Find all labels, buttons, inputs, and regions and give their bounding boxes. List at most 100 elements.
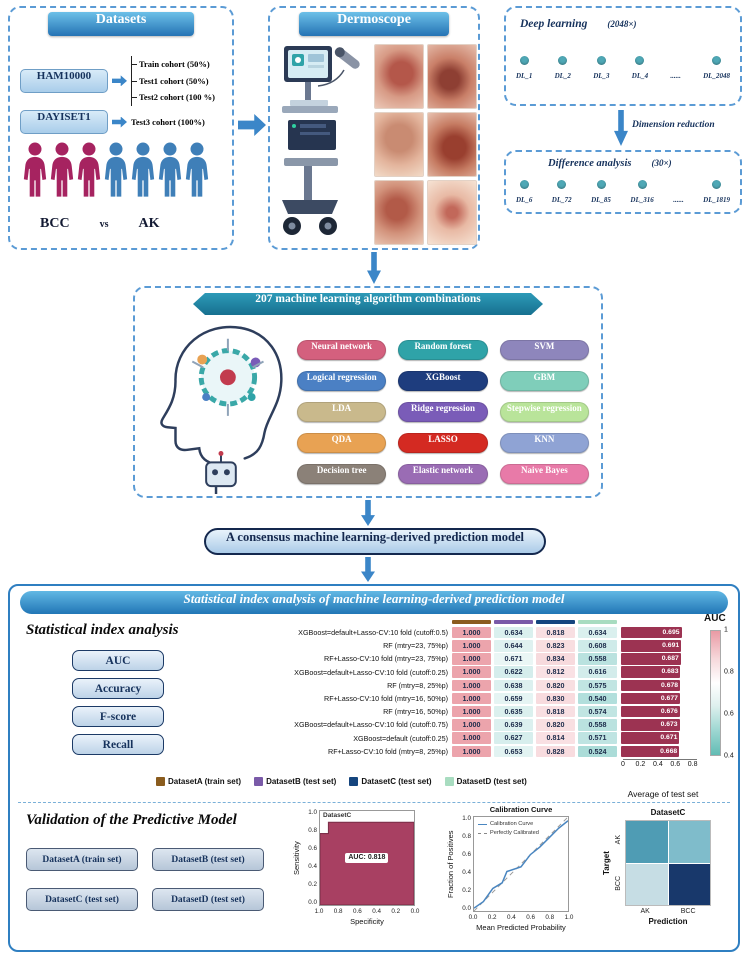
avg-bar-track: 0.676	[621, 705, 695, 718]
difference-analysis-count: (30×)	[651, 158, 672, 168]
axis-tick-label: 1.0	[462, 815, 471, 822]
arrow-right-icon	[112, 75, 127, 87]
auc-colorbar	[710, 630, 721, 756]
roc-plot-area: DatasetC AUC: 0.818	[319, 810, 415, 906]
auc-cell: 1.000	[452, 705, 491, 718]
lesion-image	[427, 44, 477, 109]
dataset-button[interactable]: DatasetB (test set)	[152, 848, 264, 871]
axis-tick-label: 0.4	[652, 760, 663, 768]
class-label: AK	[615, 835, 622, 845]
lesion-image-grid	[374, 44, 477, 245]
auc-cell: 0.575	[578, 679, 617, 692]
avg-bar: 0.673	[621, 719, 680, 731]
model-label: RF (mtry=23, 75%p)	[383, 641, 448, 651]
datasets-panel: Datasets HAM10000 Train cohort (50%)Test…	[8, 6, 234, 250]
avg-bar-track: 0.673	[621, 719, 695, 731]
auc-cell: 1.000	[452, 653, 491, 665]
model-performance-heatmap: XGBoost=default+Lasso-CV:10 fold (cutoff…	[236, 620, 706, 770]
axis-tick-label: 1.0	[314, 908, 324, 915]
dayiset-row: DAYISET1 Test3 cohort (100%)	[20, 110, 205, 134]
algorithm-pill[interactable]: SVM	[499, 340, 589, 360]
algorithm-pill[interactable]: XGBoost	[398, 371, 488, 391]
avg-value: 0.678	[661, 681, 679, 689]
algorithm-pill[interactable]: Naive Bayes	[499, 464, 589, 484]
group-bcc-label: BCC	[40, 216, 70, 231]
auc-cell: 1.000	[452, 679, 491, 692]
ham10000-row: HAM10000 Train cohort (50%)Test1 cohort …	[20, 56, 215, 106]
difference-analysis-title: Difference analysis	[548, 158, 632, 169]
group-labels: BCC vs AK	[40, 216, 159, 232]
algorithm-pill[interactable]: LDA	[297, 402, 387, 422]
auc-cell: 0.608	[578, 640, 617, 652]
legend-label: DatasetD (test set)	[456, 777, 527, 786]
class-label: BCC	[680, 908, 696, 915]
auc-cell: 0.659	[494, 692, 533, 705]
axis-tick-label: 0.0	[410, 908, 420, 915]
axis-tick-label: 0.4	[462, 868, 471, 876]
lesion-image	[427, 112, 477, 177]
patient-icon	[130, 140, 156, 198]
validation-title: Validation of the Predictive Model	[26, 812, 237, 828]
statistical-index-title: Statistical index analysis	[26, 622, 179, 638]
auc-cell: 1.000	[452, 692, 491, 705]
model-label: XGBoost=default (cutoff:0.25)	[353, 733, 448, 743]
ham10000-button[interactable]: HAM10000	[20, 68, 108, 93]
axis-tick-label: 0.6	[526, 914, 535, 921]
calibration-legend-entry: Calibration Curve	[490, 821, 534, 827]
dataset-color-strip	[452, 620, 491, 624]
auc-cell: 0.524	[578, 745, 617, 758]
consensus-model-banner: A consensus machine learning-derived pre…	[204, 528, 546, 555]
metric-button[interactable]: AUC	[72, 650, 164, 671]
algorithm-pill[interactable]: Neural network	[297, 340, 387, 360]
axis-tick-label: 0.6	[670, 760, 681, 768]
algorithm-pill[interactable]: QDA	[297, 433, 387, 453]
avg-value: 0.683	[661, 668, 679, 676]
avg-bar-track: 0.671	[621, 732, 695, 744]
flow-arrow-consensus-to-stats	[361, 557, 375, 582]
feature-node: DL_1819	[703, 180, 730, 204]
algorithm-pill[interactable]: Decision tree	[297, 464, 387, 484]
heatmap-rows: XGBoost=default+Lasso-CV:10 fold (cutoff…	[236, 626, 706, 758]
dataset-button[interactable]: DatasetD (test set)	[152, 888, 264, 911]
metric-button[interactable]: F-score	[72, 706, 164, 727]
dataset-button[interactable]: DatasetA (train set)	[26, 848, 138, 871]
ham-cohort-list: Train cohort (50%)Test1 cohort (50%)Test…	[131, 56, 215, 106]
algorithm-pill[interactable]: Ridge regression	[398, 402, 488, 422]
algorithm-pill[interactable]: LASSO	[398, 433, 488, 453]
algorithm-pill[interactable]: Logical regression	[297, 371, 387, 391]
avg-bar: 0.677	[621, 692, 680, 705]
dermoscope-header: Dermoscope	[299, 12, 449, 36]
axis-tick-label: 0.4	[507, 914, 516, 921]
avg-value: 0.676	[660, 707, 678, 715]
axis-tick-label: 0.2	[487, 914, 497, 921]
algorithm-pill[interactable]: Elastic network	[398, 464, 488, 484]
auc-cell: 0.834	[536, 653, 575, 665]
model-label: RF (mtry=8, 25%p)	[387, 680, 448, 690]
colorbar-tick: 0.4	[724, 752, 734, 760]
roc-ylabel: Sensitivity	[292, 841, 301, 875]
auc-cell: 0.812	[536, 666, 575, 678]
dataset-button[interactable]: DatasetC (test set)	[26, 888, 138, 911]
colorbar-tick: 1	[724, 626, 728, 634]
flow-arrow-dimension-reduction	[614, 110, 628, 146]
algorithm-pill[interactable]: KNN	[499, 433, 589, 453]
algorithm-pill[interactable]: GBM	[499, 371, 589, 391]
algorithm-pill[interactable]: Stepwise regression	[499, 402, 589, 422]
legend-label: DatasetA (train set)	[168, 777, 242, 786]
auc-cell: 1.000	[452, 745, 491, 758]
calibration-line	[474, 820, 568, 909]
lesion-image	[374, 180, 424, 245]
model-row: XGBoost=default+Lasso-CV:10 fold (cutoff…	[236, 626, 706, 639]
flow-arrow-ml-to-consensus	[361, 500, 375, 526]
metric-button[interactable]: Accuracy	[72, 678, 164, 699]
cohort-label: Train cohort (50%)	[132, 56, 215, 73]
algorithm-pill[interactable]: Random forest	[398, 340, 488, 360]
dayiset1-button[interactable]: DAYISET1	[20, 110, 108, 134]
metric-button[interactable]: Recall	[72, 734, 164, 755]
model-label: RF+Lasso-CV:10 fold (mtry=23, 75%p)	[324, 654, 448, 664]
